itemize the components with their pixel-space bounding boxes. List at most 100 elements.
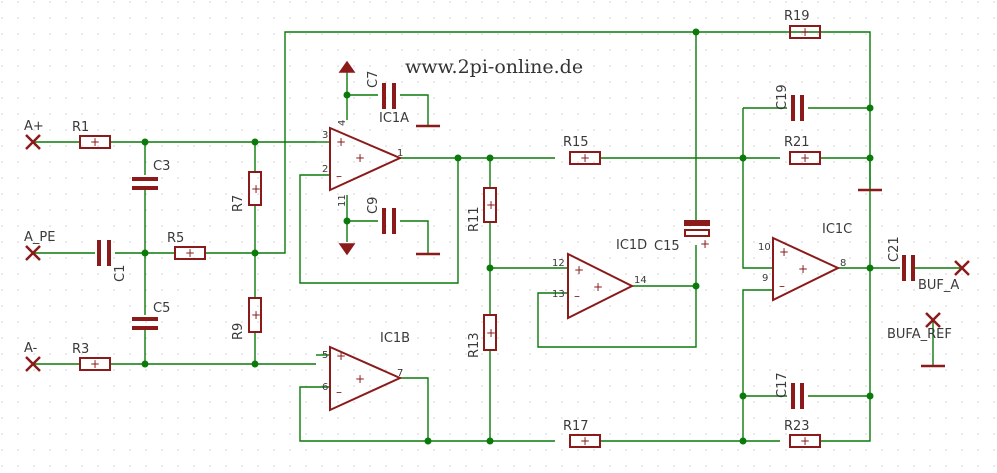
- pin-ic1d-12: 12: [552, 258, 565, 269]
- label-a-plus: A+: [24, 119, 44, 134]
- pin-ic1d-14: 14: [634, 275, 647, 286]
- pin-ic1b-7: 7: [397, 368, 403, 379]
- opamp-ic1a: +– +: [329, 126, 403, 192]
- svg-text:+: +: [798, 262, 808, 276]
- label-bufa-ref: BUFA_REF: [887, 327, 952, 342]
- svg-text:+: +: [90, 135, 100, 149]
- pin-ic1d-13: 13: [552, 289, 565, 300]
- connector-marks: [25, 134, 970, 372]
- label-r15: R15: [563, 135, 589, 150]
- supply-arrow-bottom-icon: [338, 243, 356, 256]
- svg-text:+: +: [800, 25, 810, 39]
- svg-text:–: –: [336, 169, 342, 183]
- label-ic1a: IC1A: [379, 111, 409, 126]
- svg-text:+: +: [700, 237, 710, 251]
- svg-text:+: +: [800, 434, 810, 448]
- resistor-r23: +: [789, 434, 821, 448]
- junctions: [141, 28, 874, 445]
- label-c7: C7: [366, 71, 381, 88]
- opamp-ic1c: +– +: [772, 236, 841, 302]
- resistor-r1: +: [79, 135, 111, 149]
- pin-ic1a-4: 4: [337, 120, 348, 126]
- watermark: www.2pi-online.de: [405, 56, 583, 78]
- capacitor-c21: [902, 255, 915, 281]
- capacitor-c1: [97, 240, 111, 266]
- pin-ic1a-1: 1: [397, 148, 403, 159]
- svg-text:+: +: [486, 326, 496, 340]
- svg-text:+: +: [779, 245, 789, 259]
- label-c5: C5: [153, 301, 170, 316]
- label-r1: R1: [72, 120, 89, 135]
- label-r13: R13: [467, 332, 482, 358]
- opamps: +– + +– + +– + +– +: [329, 126, 841, 412]
- capacitor-c5: [132, 317, 158, 330]
- text-labels: www.2pi-online.de A+ A_PE A- R1 R3 R5 R7…: [24, 9, 959, 434]
- svg-text:+: +: [574, 263, 584, 277]
- capacitors: +: [97, 83, 915, 409]
- svg-text:+: +: [486, 198, 496, 212]
- label-r21: R21: [784, 135, 810, 150]
- opamp-ic1d: +– +: [567, 252, 635, 320]
- label-c21: C21: [887, 236, 902, 262]
- capacitor-c19: [791, 95, 804, 121]
- label-r17: R17: [563, 419, 589, 434]
- pin-ic1b-5: 5: [322, 350, 328, 361]
- capacitor-c15: +: [684, 220, 710, 251]
- svg-text:+: +: [336, 349, 346, 363]
- capacitor-c7: [382, 83, 396, 109]
- svg-text:+: +: [355, 151, 365, 165]
- svg-text:–: –: [779, 279, 785, 293]
- svg-text:–: –: [336, 385, 342, 399]
- resistor-r17: +: [569, 434, 601, 448]
- label-r7: R7: [231, 195, 246, 212]
- capacitor-c17: [791, 383, 804, 409]
- label-r11: R11: [467, 206, 482, 232]
- label-c3: C3: [153, 159, 170, 174]
- resistor-r7: +: [248, 171, 262, 206]
- resistor-r13: +: [483, 314, 497, 351]
- svg-text:+: +: [185, 246, 195, 260]
- label-c9: C9: [366, 197, 381, 214]
- label-a-pe: A_PE: [24, 230, 55, 245]
- resistor-r19: +: [789, 25, 821, 39]
- label-r5: R5: [167, 231, 184, 246]
- svg-text:+: +: [251, 182, 261, 196]
- label-r23: R23: [784, 419, 810, 434]
- pin-ic1c-8: 8: [840, 258, 846, 269]
- svg-text:+: +: [355, 372, 365, 386]
- label-c1: C1: [113, 265, 128, 282]
- pin-ic1a-2: 2: [322, 164, 328, 175]
- supply-arrow-top-icon: [338, 60, 356, 73]
- label-ic1d: IC1D: [616, 238, 647, 253]
- svg-text:+: +: [593, 280, 603, 294]
- label-ic1b: IC1B: [380, 331, 410, 346]
- svg-text:+: +: [580, 434, 590, 448]
- resistor-r11: +: [483, 187, 497, 223]
- label-c15: C15: [654, 239, 680, 254]
- svg-text:–: –: [574, 289, 580, 303]
- resistors: + + + + + + + + + + + +: [79, 25, 821, 448]
- pin-ic1a-3: 3: [322, 130, 328, 141]
- label-r19: R19: [784, 9, 810, 24]
- label-ic1c: IC1C: [822, 222, 852, 237]
- label-buf-a: BUF_A: [918, 278, 959, 293]
- pin-ic1b-6: 6: [322, 382, 328, 393]
- resistor-r5: +: [174, 246, 206, 260]
- pin-ic1c-9: 9: [762, 273, 768, 284]
- capacitor-c3: [132, 177, 158, 190]
- pin-ic1a-11: 11: [337, 194, 348, 207]
- label-c19: C19: [775, 84, 790, 110]
- resistor-r21: +: [789, 151, 821, 165]
- svg-text:+: +: [336, 135, 346, 149]
- svg-text:+: +: [800, 151, 810, 165]
- label-r3: R3: [72, 342, 89, 357]
- label-a-minus: A-: [24, 341, 38, 356]
- resistor-r9: +: [248, 297, 262, 333]
- svg-text:+: +: [580, 151, 590, 165]
- pin-ic1c-10: 10: [758, 242, 771, 253]
- power-symbols: [338, 60, 945, 368]
- capacitor-c9: [382, 208, 396, 234]
